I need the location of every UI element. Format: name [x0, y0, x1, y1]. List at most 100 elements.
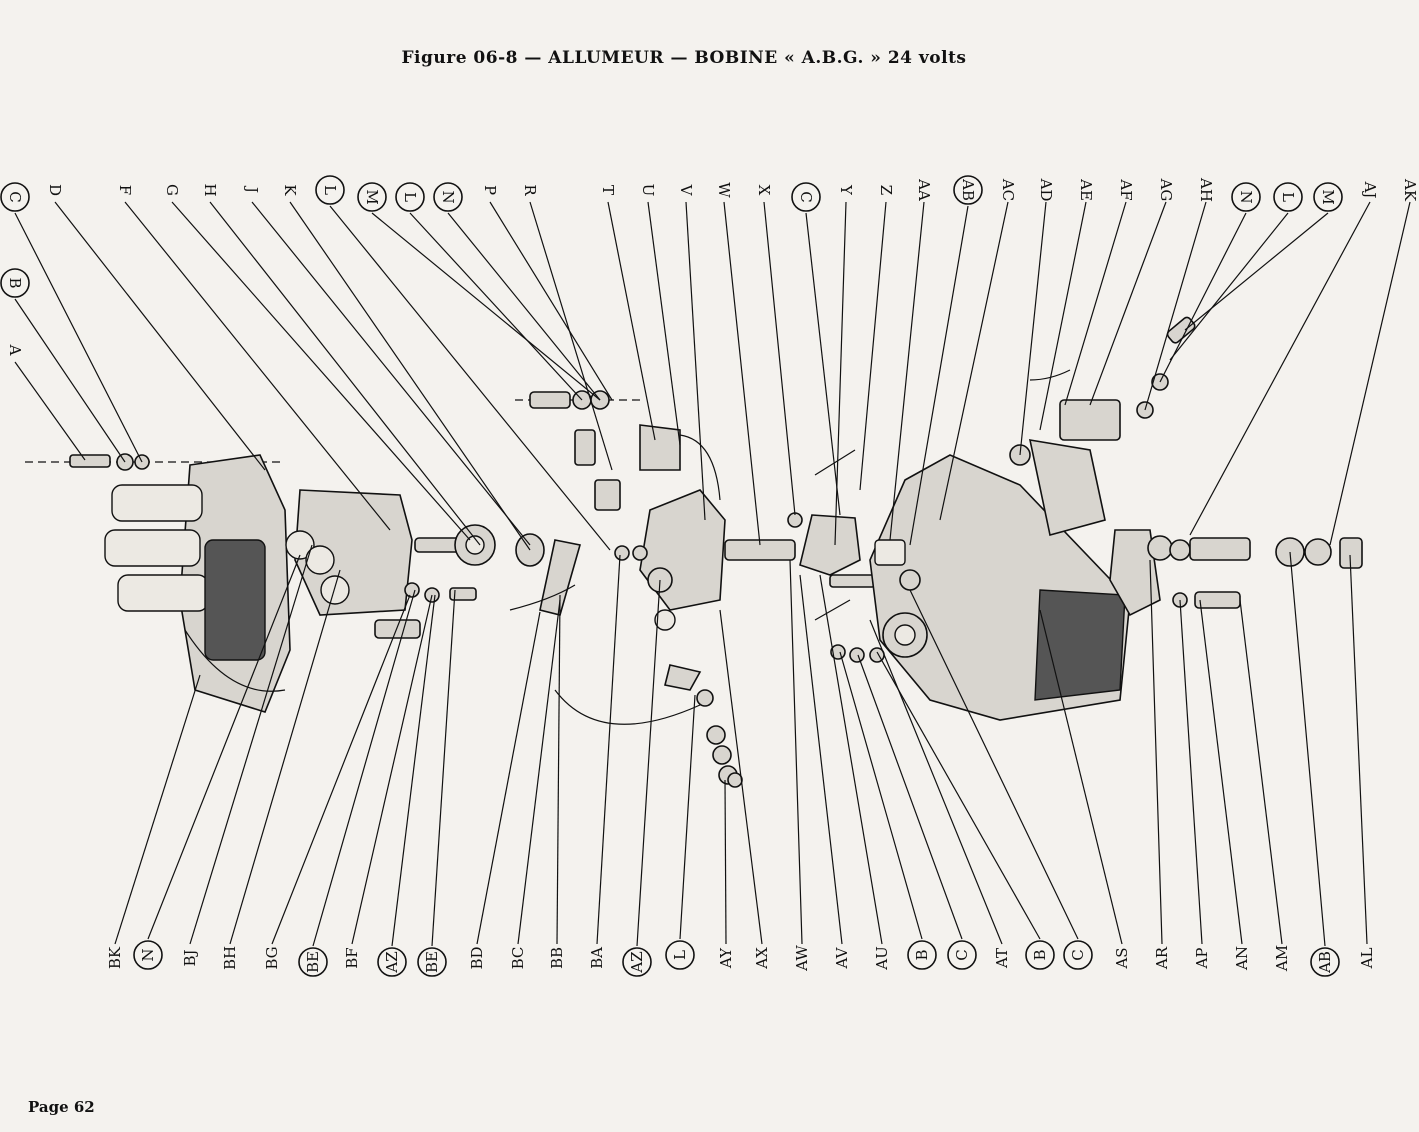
top-label-text: AG — [1157, 178, 1175, 202]
top-leader-line — [171, 201, 471, 541]
bottom-leader-line — [147, 554, 301, 940]
bottom-label-circle — [622, 947, 652, 977]
top-label-text: G — [163, 184, 181, 196]
top-label-text: L — [401, 192, 419, 202]
top-label-text: T — [599, 185, 617, 195]
bottom-leader-line — [719, 609, 763, 945]
bottom-label-circle — [1310, 947, 1340, 977]
output-shaft — [1109, 529, 1363, 617]
bottom-leader-line — [724, 779, 727, 945]
bottom-leader-line — [799, 574, 843, 945]
bottom-label-text: AW — [793, 945, 811, 972]
top-label-text: Y — [837, 184, 855, 196]
top-label-text: B — [6, 277, 24, 288]
bottom-label-text: BC — [509, 947, 527, 970]
top-label-text: F — [116, 185, 134, 195]
distributor-body — [830, 454, 1131, 721]
bottom-label-circle — [665, 940, 695, 970]
top-label-10: M — [357, 182, 387, 212]
top-label-0: A — [6, 344, 24, 356]
bottom-leader-line — [431, 589, 456, 947]
top-label-14: R — [521, 184, 539, 196]
bottom-leader-line — [819, 574, 883, 945]
bottom-leader-line — [517, 599, 561, 945]
top-leader-line — [1189, 201, 1371, 536]
top-label-9: L — [315, 175, 345, 205]
top-label-6: H — [201, 183, 219, 196]
bottom-label-circle — [947, 940, 977, 970]
bottom-leader-line — [391, 594, 436, 947]
bottom-label-circle — [377, 947, 407, 977]
bottom-label-text: C — [953, 949, 971, 960]
top-label-7: J — [243, 185, 261, 193]
bottom-label-text: AU — [873, 946, 891, 970]
top-leader-line — [371, 212, 601, 401]
top-label-text: AD — [1037, 178, 1055, 202]
top-label-text: Z — [877, 185, 895, 195]
top-leader-line — [1329, 201, 1411, 546]
top-label-19: X — [755, 185, 773, 196]
top-label-1: B — [0, 268, 30, 298]
bottom-label-28: AN — [1233, 946, 1251, 971]
bottom-leader-line — [271, 594, 411, 945]
bottom-label-text: C — [1069, 949, 1087, 960]
bottom-label-text: BJ — [181, 949, 199, 966]
top-label-text: U — [639, 184, 657, 197]
top-leader-line — [289, 201, 531, 551]
top-leader-line — [1019, 201, 1047, 456]
bottom-label-text: BF — [343, 947, 361, 968]
top-leader-line — [54, 201, 266, 471]
bottom-leader-line — [876, 651, 1041, 940]
figure-title: Figure 06-8 — ALLUMEUR — BOBINE « A.B.G.… — [401, 48, 967, 68]
top-leader-line — [329, 205, 611, 551]
top-label-text: R — [521, 184, 539, 196]
top-label-text: K — [281, 184, 299, 196]
bottom-label-text: AZ — [628, 951, 646, 973]
top-label-circle — [395, 182, 425, 212]
top-label-text: V — [677, 184, 695, 197]
top-leader-line — [1064, 201, 1127, 406]
top-label-29: AG — [1157, 178, 1175, 202]
bottom-label-7: AZ — [377, 947, 407, 977]
top-label-35: AK — [1401, 178, 1419, 202]
bottom-label-25: AS — [1113, 947, 1131, 969]
bottom-leader-line — [869, 619, 1003, 945]
bottom-label-19: AU — [873, 946, 891, 970]
top-label-16: U — [639, 184, 657, 197]
top-leader-line — [834, 201, 847, 546]
top-label-12: N — [433, 182, 463, 212]
screw-p — [529, 390, 721, 511]
top-label-text: H — [201, 183, 219, 196]
bottom-label-text: AL — [1358, 948, 1376, 970]
top-label-circle — [315, 175, 345, 205]
bottom-label-1: N — [133, 940, 163, 970]
bottom-leader-line — [857, 654, 963, 940]
bottom-label-26: AR — [1153, 946, 1171, 970]
top-label-text: M — [363, 189, 381, 204]
top-label-text: C — [6, 191, 24, 202]
bottom-label-text: AY — [717, 947, 735, 969]
bottom-label-text: BH — [221, 946, 239, 970]
top-label-circle — [1313, 182, 1343, 212]
bottom-label-16: AX — [753, 947, 771, 970]
bottom-label-8: BE — [417, 947, 447, 977]
top-label-33: M — [1313, 182, 1343, 212]
top-leader-line — [14, 212, 143, 463]
leader-lines — [14, 201, 1411, 947]
top-label-4: F — [116, 185, 134, 195]
top-label-text: N — [1237, 190, 1255, 203]
bottom-label-circle — [417, 947, 447, 977]
top-label-30: AH — [1197, 177, 1215, 202]
bottom-label-text: B — [913, 949, 931, 960]
top-leader-line — [529, 201, 613, 471]
top-leader-line — [447, 212, 601, 401]
bottom-leader-line — [312, 589, 416, 947]
bottom-leader-line — [1239, 599, 1283, 945]
bottom-leader-line — [189, 544, 313, 945]
bottom-leader-line — [1289, 551, 1326, 947]
top-leader-line — [1089, 201, 1167, 406]
top-label-text: AB — [959, 178, 977, 201]
bottom-label-text: BA — [588, 947, 606, 969]
top-label-23: AA — [915, 178, 933, 201]
